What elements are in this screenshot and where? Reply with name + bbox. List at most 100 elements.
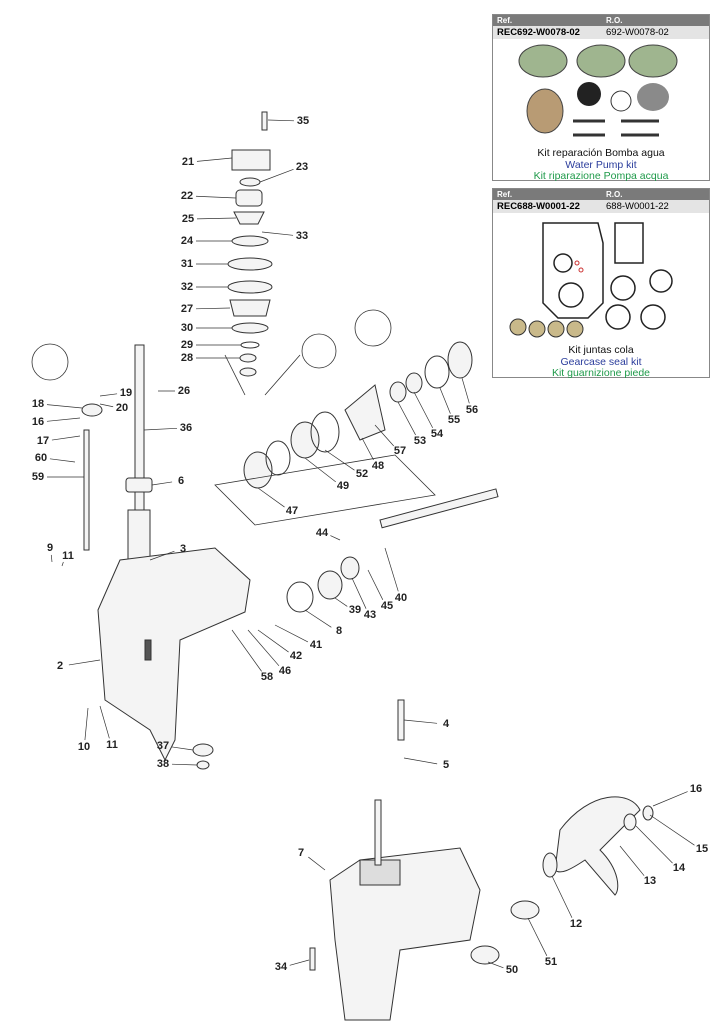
leader-line [324,449,355,471]
kit-ro: 688-W0001-22 [606,201,669,212]
part-callout-26[interactable]: 26 [177,385,191,397]
part-callout-5[interactable]: 5 [442,759,450,771]
kit-ref-row: REC692-W0078-02 692-W0078-02 [493,26,709,39]
detail-circle [354,309,392,347]
part-callout-51[interactable]: 51 [544,956,558,968]
leader-line [46,417,81,422]
leader-line [304,457,336,483]
shift-rod-part [397,699,405,741]
part-callout-20[interactable]: 20 [115,402,129,414]
part-callout-22[interactable]: 22 [180,190,194,202]
part-callout-23[interactable]: 23 [295,161,309,173]
part-callout-45[interactable]: 45 [380,600,394,612]
shift-cam-part [81,403,103,417]
part-callout-10[interactable]: 10 [77,741,91,753]
leader-line [231,629,262,672]
part-callout-33[interactable]: 33 [295,230,309,242]
part-callout-11[interactable]: 11 [62,550,74,562]
leader-line [289,959,310,966]
part-callout-42[interactable]: 42 [289,650,303,662]
leader-line [487,961,504,969]
bearing-part [290,421,320,459]
part-callout-6[interactable]: 6 [177,475,185,487]
part-callout-48[interactable]: 48 [371,460,385,472]
leader-line [384,547,399,592]
part-callout-53[interactable]: 53 [413,435,427,447]
part-callout-40[interactable]: 40 [394,592,408,604]
part-callout-47[interactable]: 47 [285,505,299,517]
part-callout-56[interactable]: 56 [465,404,479,416]
part-callout-44[interactable]: 44 [315,527,329,539]
part-callout-58[interactable]: 58 [260,671,274,683]
part-callout-55[interactable]: 55 [447,414,461,426]
part-callout-14[interactable]: 14 [672,862,686,874]
leader-line [439,387,451,414]
part-callout-27[interactable]: 27 [180,303,194,315]
shim-part [265,440,291,476]
part-callout-52[interactable]: 52 [355,468,369,480]
propeller-shaft-part [379,488,499,529]
part-callout-28[interactable]: 28 [180,352,194,364]
part-callout-36[interactable]: 36 [179,422,193,434]
part-callout-37[interactable]: 37 [156,740,170,752]
part-callout-49[interactable]: 49 [336,480,350,492]
part-callout-60[interactable]: 60 [34,452,48,464]
part-callout-46[interactable]: 46 [278,665,292,677]
gearcase-seal-kit-card[interactable]: Ref. R.O. REC688-W0001-22 688-W0001-22 K… [492,188,710,379]
part-callout-50[interactable]: 50 [505,964,519,976]
part-callout-16[interactable]: 16 [31,416,45,428]
part-callout-21[interactable]: 21 [181,156,195,168]
part-callout-15[interactable]: 15 [695,843,709,855]
kit-name-es: Kit reparación Bomba agua [537,147,665,159]
seal-part [239,367,257,377]
part-callout-59[interactable]: 59 [31,471,45,483]
part-callout-4[interactable]: 4 [442,718,450,730]
part-callout-25[interactable]: 25 [181,213,195,225]
leader-line [267,119,295,122]
part-callout-3[interactable]: 3 [179,543,187,555]
part-callout-29[interactable]: 29 [180,339,194,351]
part-callout-35[interactable]: 35 [296,115,310,127]
part-callout-13[interactable]: 13 [643,875,657,887]
part-callout-34[interactable]: 34 [274,961,288,973]
part-callout-11[interactable]: 11 [106,739,118,751]
part-callout-41[interactable]: 41 [309,639,323,651]
part-callout-39[interactable]: 39 [348,604,362,616]
leader-line [49,458,76,463]
pump-base-part [229,299,271,317]
washer-part [623,813,637,831]
part-callout-30[interactable]: 30 [180,322,194,334]
part-callout-9[interactable]: 9 [46,542,54,554]
leader-line [196,217,237,220]
ring-part [286,581,314,613]
part-callout-43[interactable]: 43 [363,609,377,621]
part-callout-18[interactable]: 18 [31,398,45,410]
gasket-part [227,257,273,271]
part-callout-54[interactable]: 54 [430,428,444,440]
leader-line [274,624,309,643]
part-callout-38[interactable]: 38 [156,758,170,770]
part-callout-19[interactable]: 19 [119,387,133,399]
leader-line [403,719,438,724]
part-callout-17[interactable]: 17 [36,435,50,447]
part-callout-8[interactable]: 8 [335,625,343,637]
yamaha-badge-part [144,639,152,661]
water-pump-kit-card[interactable]: Ref. R.O. REC692-W0078-02 692-W0078-02 K… [492,14,710,182]
part-callout-24[interactable]: 24 [180,235,194,247]
part-callout-12[interactable]: 12 [569,918,583,930]
kit-name-en: Water Pump kit [565,158,637,171]
part-callout-57[interactable]: 57 [393,445,407,457]
part-callout-2[interactable]: 2 [56,660,64,672]
leader-line [334,597,348,607]
leader-line [261,231,294,236]
part-callout-32[interactable]: 32 [180,281,194,293]
impeller-part [235,189,263,207]
part-callout-7[interactable]: 7 [297,847,305,859]
seal-part [389,381,407,403]
part-callout-16[interactable]: 16 [689,783,703,795]
lower-unit-housing-part [97,547,251,762]
leader-line [367,569,384,600]
lower-unit-housing-part [329,847,481,1021]
part-callout-31[interactable]: 31 [180,258,194,270]
